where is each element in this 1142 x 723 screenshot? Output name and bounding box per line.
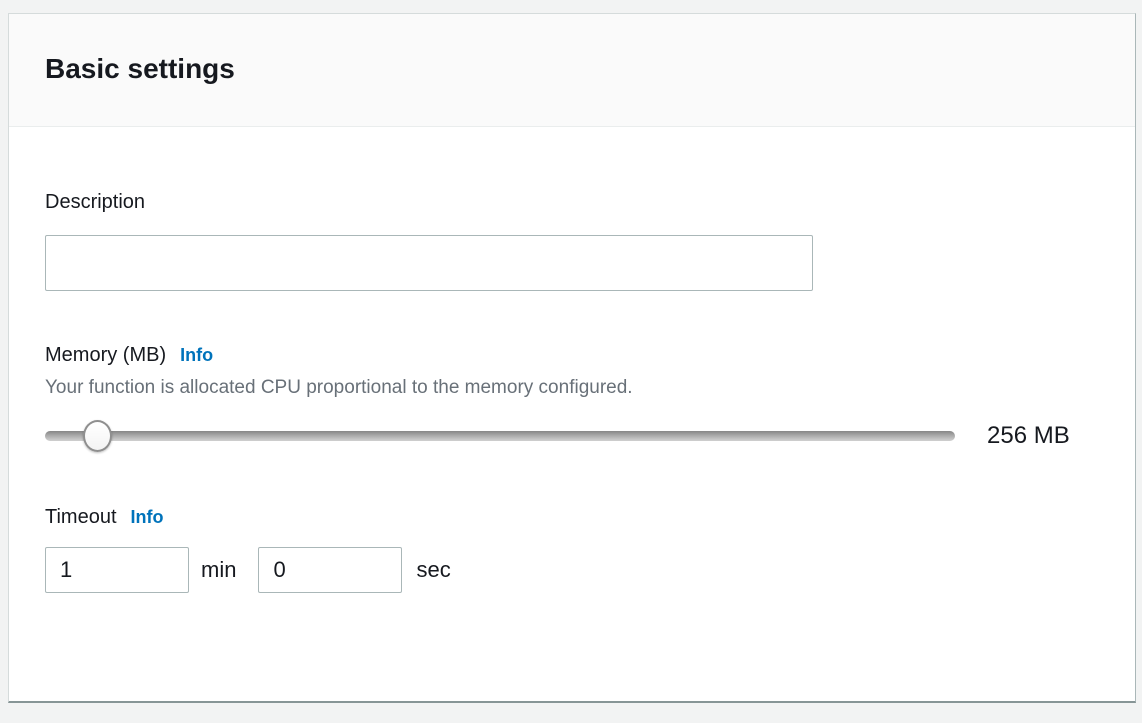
description-label: Description (45, 191, 146, 213)
memory-label: Memory (MB) (45, 344, 167, 366)
timeout-seconds-input[interactable] (258, 547, 403, 593)
timeout-seconds-unit-label: sec (416, 557, 451, 582)
timeout-minutes-unit-label: min (201, 557, 237, 582)
timeout-minutes-input[interactable] (45, 547, 189, 593)
description-input[interactable] (45, 235, 813, 291)
timeout-label: Timeout (45, 506, 117, 528)
basic-settings-panel: Basic settings Description Memory (MB) I… (8, 13, 1136, 703)
memory-help-text: Your function is allocated CPU proportio… (45, 377, 633, 398)
memory-slider[interactable] (45, 420, 955, 452)
memory-slider-track[interactable] (45, 431, 955, 441)
memory-section: Memory (MB) Info Your function is alloca… (45, 342, 1099, 452)
panel-body: Description Memory (MB) Info Your functi… (9, 127, 1135, 593)
memory-value-label: 256 MB (987, 422, 1070, 449)
panel-header: Basic settings (9, 14, 1135, 127)
panel-title: Basic settings (45, 53, 235, 84)
memory-info-link[interactable]: Info (180, 345, 214, 365)
memory-slider-thumb[interactable] (83, 420, 112, 452)
timeout-section: Timeout Info min sec (45, 504, 1099, 593)
timeout-info-link[interactable]: Info (130, 507, 164, 527)
description-section: Description (45, 189, 1099, 291)
